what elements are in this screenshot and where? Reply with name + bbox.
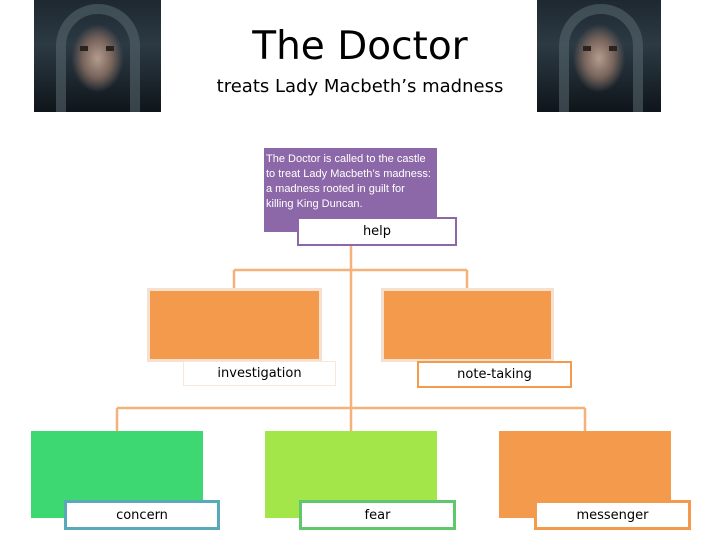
- eyes-shape: [583, 46, 617, 51]
- node-label-fear: fear: [299, 500, 456, 530]
- hood-shape: [56, 4, 140, 112]
- node-box-investigation: [147, 288, 322, 362]
- node-box-note-taking: [381, 288, 554, 362]
- slide-title: The Doctor: [252, 24, 468, 69]
- root-label-help: help: [297, 217, 457, 246]
- lady-macbeth-portrait-right: [537, 0, 661, 112]
- node-label-messenger: messenger: [534, 500, 691, 530]
- lady-macbeth-portrait-left: [34, 0, 161, 112]
- eyes-shape: [80, 46, 114, 51]
- node-label-concern: concern: [64, 500, 220, 530]
- hood-shape: [559, 4, 643, 112]
- node-label-investigation: investigation: [183, 361, 336, 386]
- node-label-note-taking: note-taking: [417, 361, 572, 388]
- slide-subtitle: treats Lady Macbeth’s madness: [216, 76, 504, 97]
